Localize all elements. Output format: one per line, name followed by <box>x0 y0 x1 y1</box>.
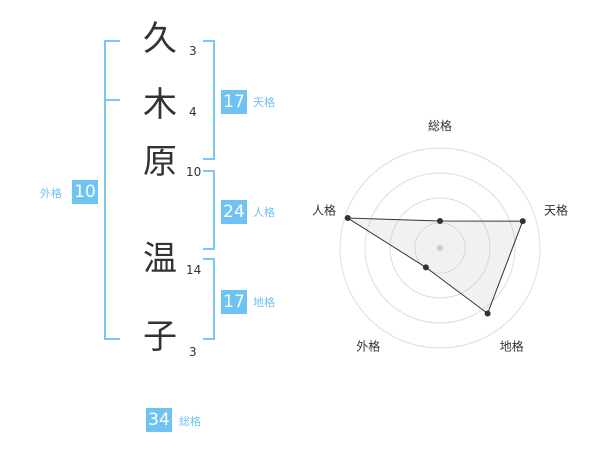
radar-axis-label-2: 地格 <box>500 339 524 354</box>
stroke-count-3: 10 <box>186 165 202 179</box>
chikaku-bracket-vertical <box>213 258 215 340</box>
jinkaku-label: 人格 <box>253 206 275 219</box>
radar-center <box>437 245 443 251</box>
radar-axis-label-1: 天格 <box>544 202 568 217</box>
radar-polygon <box>345 217 524 315</box>
radar-axis-label-0: 総格 <box>428 118 452 133</box>
tenkaku-bracket-bottom <box>203 158 215 160</box>
stroke-count-2: 4 <box>189 105 197 119</box>
radar-point-4 <box>344 215 351 222</box>
gaikaku-bracket-bottom <box>104 338 120 340</box>
chikaku-value-badge: 17 <box>221 290 247 314</box>
gaikaku-value-badge: 10 <box>72 180 98 204</box>
radar-point-1 <box>519 218 526 225</box>
jinkaku-value-badge: 24 <box>221 200 247 224</box>
jinkaku-bracket-top <box>203 170 215 172</box>
radar-ring-4 <box>339 147 541 349</box>
chikaku-bracket-top <box>203 258 215 260</box>
stroke-count-5: 3 <box>189 345 197 359</box>
tenkaku-value-badge: 17 <box>221 90 247 114</box>
tenkaku-bracket-vertical <box>213 40 215 160</box>
radar-ring-2 <box>389 197 491 299</box>
gaikaku-bracket-vertical <box>104 40 106 340</box>
radar-rings <box>339 147 541 349</box>
radar-point-0 <box>437 218 443 224</box>
jinkaku-bracket-bottom <box>203 248 215 250</box>
name-char-2: 木 <box>143 85 177 125</box>
chikaku-bracket-bottom <box>203 338 215 340</box>
radar-points <box>344 215 526 317</box>
name-char-3: 原 <box>143 142 177 182</box>
radar-point-3 <box>422 264 429 271</box>
chikaku-label: 地格 <box>253 296 275 309</box>
tenkaku-label: 天格 <box>253 96 275 109</box>
gaikaku-bracket-top <box>104 40 120 42</box>
gaikaku-bracket-mid <box>104 99 120 101</box>
soukaku-label: 総格 <box>179 415 201 428</box>
stroke-count-4: 14 <box>186 263 202 277</box>
radar-axis-label-3: 外格 <box>356 339 380 354</box>
tenkaku-bracket-top <box>203 40 215 42</box>
radar-ring-3 <box>364 172 516 324</box>
radar-point-2 <box>484 310 491 317</box>
name-char-5: 子 <box>143 317 177 357</box>
gaikaku-label: 外格 <box>40 187 62 200</box>
name-char-4: 温 <box>143 239 177 279</box>
radar-axis-label-4: 人格 <box>312 202 336 217</box>
stroke-count-1: 3 <box>189 44 197 58</box>
jinkaku-bracket-vertical <box>213 170 215 250</box>
soukaku-value-badge: 34 <box>146 408 172 432</box>
name-char-1: 久 <box>143 19 177 59</box>
